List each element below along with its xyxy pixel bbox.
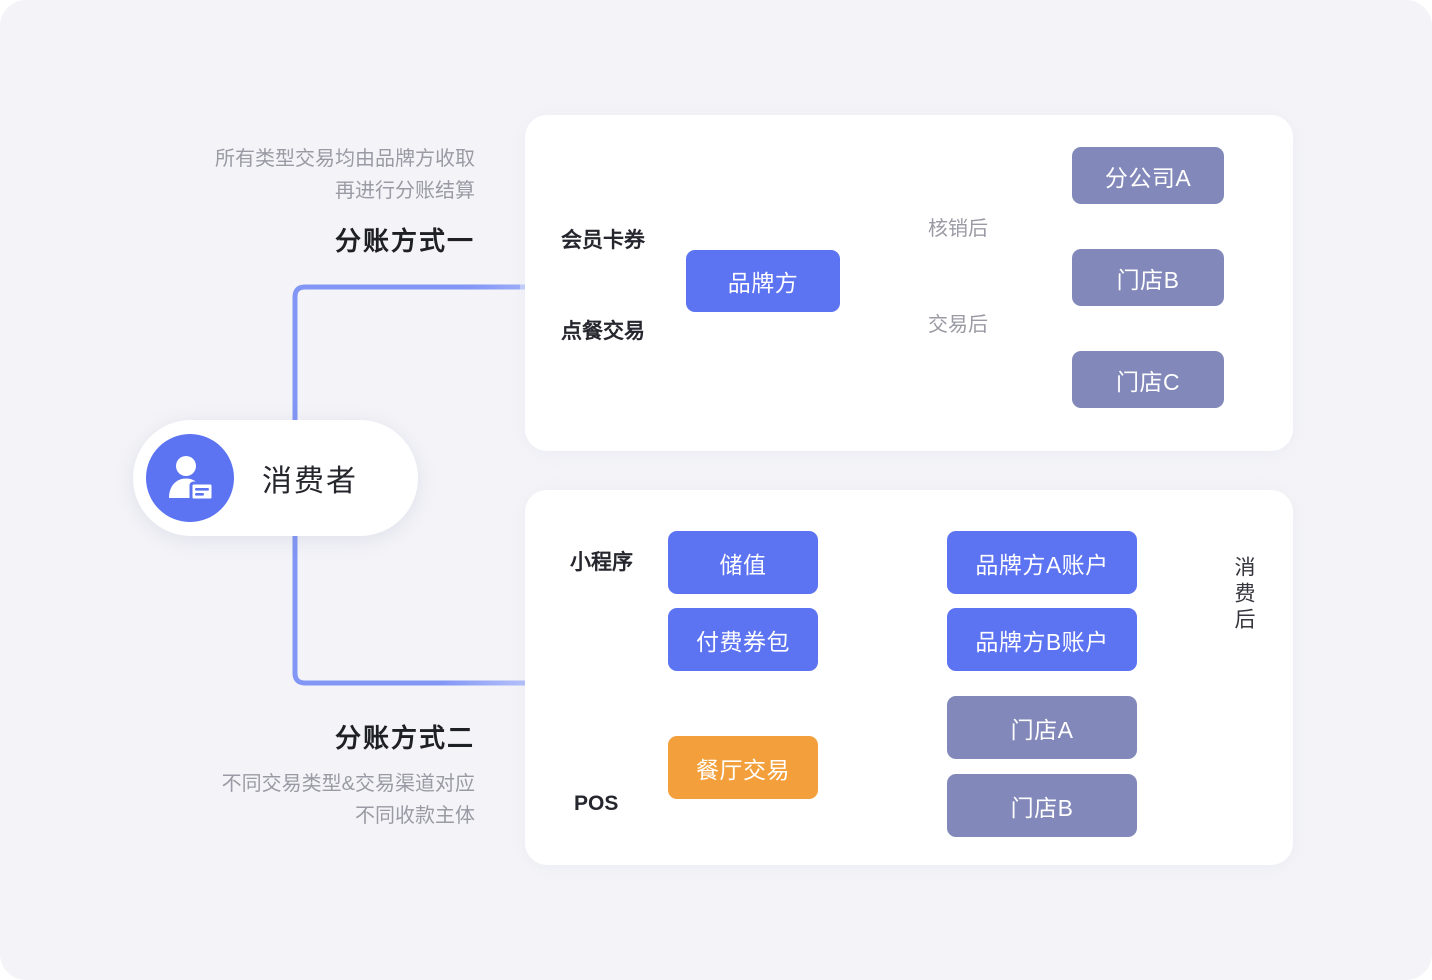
node-source-restaurant-transaction[interactable]: 餐厅交易 bbox=[668, 736, 818, 799]
node-receiver-branch-a[interactable]: 分公司A bbox=[1072, 147, 1224, 204]
edge-label-after-transaction: 交易后 bbox=[928, 314, 988, 336]
node-target-store-b[interactable]: 门店B bbox=[947, 774, 1137, 837]
consumer-node[interactable]: 消费者 bbox=[133, 420, 418, 536]
node-brand-hub[interactable]: 品牌方 bbox=[686, 250, 840, 312]
method-two-card bbox=[525, 490, 1293, 865]
node-source-coupon-pack[interactable]: 付费券包 bbox=[668, 608, 818, 671]
node-target-brand-a-account[interactable]: 品牌方A账户 bbox=[947, 531, 1137, 594]
method-one-caption-line1: 所有类型交易均由品牌方收取 bbox=[215, 148, 475, 170]
settlement-note: 消费后 bbox=[1232, 556, 1255, 634]
method-two-channel-top: 小程序 bbox=[570, 551, 633, 574]
method-one-channel-top: 会员卡券 bbox=[561, 229, 645, 252]
node-receiver-store-c[interactable]: 门店C bbox=[1072, 351, 1224, 408]
edge-label-after-redemption: 核销后 bbox=[928, 218, 988, 240]
method-two-title: 分账方式二 bbox=[334, 723, 475, 753]
user-card-icon bbox=[146, 434, 234, 522]
method-two-caption-line1: 不同交易类型&交易渠道对应 bbox=[221, 773, 475, 795]
consumer-label: 消费者 bbox=[262, 465, 358, 498]
method-one-caption-line2: 再进行分账结算 bbox=[335, 180, 475, 202]
node-receiver-store-b[interactable]: 门店B bbox=[1072, 249, 1224, 306]
method-one-channel-bottom: 点餐交易 bbox=[561, 320, 645, 343]
node-target-store-a[interactable]: 门店A bbox=[947, 696, 1137, 759]
node-source-stored-value[interactable]: 储值 bbox=[668, 531, 818, 594]
method-two-channel-bottom: POS bbox=[574, 792, 619, 815]
method-one-title: 分账方式一 bbox=[334, 226, 475, 256]
node-target-brand-b-account[interactable]: 品牌方B账户 bbox=[947, 608, 1137, 671]
method-two-caption-line2: 不同收款主体 bbox=[355, 805, 475, 827]
